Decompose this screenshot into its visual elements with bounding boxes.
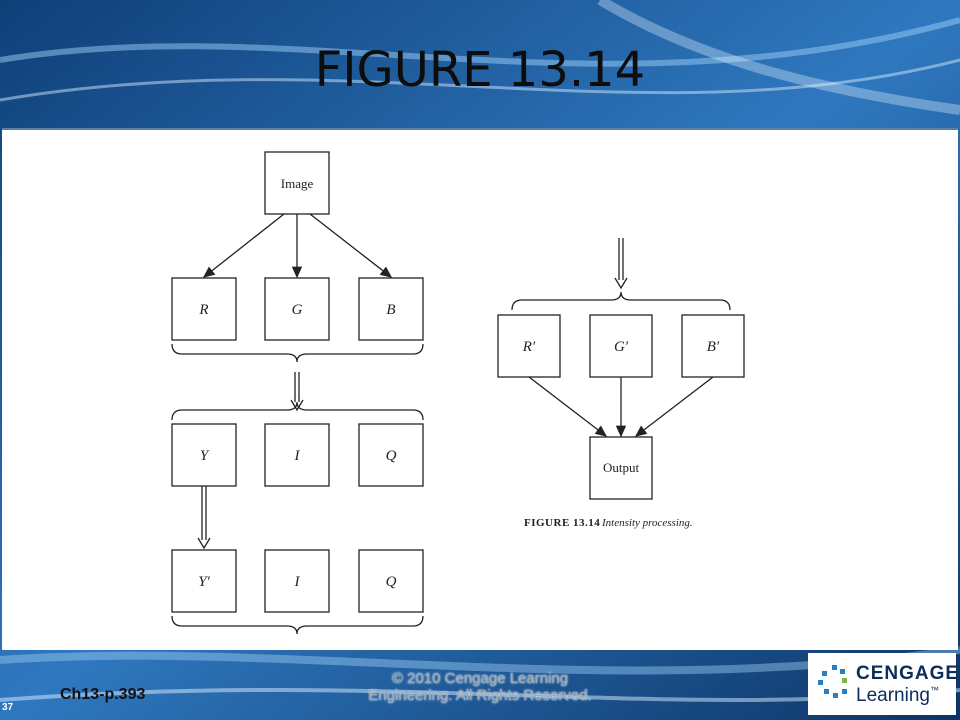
intensity-processing-diagram: Image R G B Y I Q Y′ I Q R′ G′ B′ Output… [171, 151, 745, 635]
i-box [264, 423, 330, 487]
arrow-image-to-r [202, 213, 285, 278]
copyright-line-1: © 2010 Cengage Learning [391, 670, 569, 687]
image-label: Image [281, 176, 314, 191]
y-label: Y [200, 448, 210, 464]
slide-title: FIGURE 13.14 [314, 42, 646, 98]
r-box [171, 277, 237, 341]
figure-panel: Image R G B Y I Q Y′ I Q R′ G′ B′ Output… [2, 128, 958, 650]
copyright-line-2: Engineering. All Rights Reserved. [368, 687, 592, 704]
arrow-image-to-b [309, 213, 393, 278]
i-processed-label: I [294, 574, 301, 590]
b-label: B [386, 302, 395, 318]
g-label: G [292, 302, 303, 318]
output-label: Output [603, 460, 640, 475]
r-prime-label: R′ [522, 339, 536, 355]
brace-rgb-prime [511, 291, 731, 311]
r-label: R [198, 302, 208, 318]
arrow-b-prime-to-output [634, 376, 714, 437]
b-box [358, 277, 424, 341]
figure-caption-number: FIGURE 13.14 [524, 517, 600, 529]
q-box [358, 423, 424, 487]
slide-number: 37 [2, 702, 14, 713]
logo-wordmark-learning: Learning™ [856, 685, 939, 707]
arrow-r-prime-to-output [528, 376, 608, 437]
y-box [171, 423, 237, 487]
i-label: I [294, 448, 301, 464]
brace-yiq [171, 401, 424, 421]
g-prime-label: G′ [614, 339, 629, 355]
brace-rgb [171, 343, 424, 363]
copyright-notice: © 2010 Cengage Learning Engineering. All… [340, 670, 620, 704]
brace-processed [171, 615, 424, 635]
chapter-reference: Ch13-p.393 [60, 686, 146, 703]
b-prime-label: B′ [707, 339, 720, 355]
y-prime-box [171, 549, 237, 613]
logo-wordmark-cengage: CENGAGE [856, 663, 960, 684]
cengage-logo-icon [818, 665, 847, 698]
trademark-symbol: ™ [929, 685, 939, 695]
q-box-processed [358, 549, 424, 613]
figure-caption-text: Intensity processing. [601, 517, 693, 529]
logo-learning-text: Learning [856, 685, 930, 706]
q-processed-label: Q [386, 574, 397, 590]
cengage-logo: CENGAGE Learning™ [808, 653, 960, 715]
i-box-processed [264, 549, 330, 613]
q-label: Q [386, 448, 397, 464]
y-prime-label: Y′ [198, 574, 210, 590]
